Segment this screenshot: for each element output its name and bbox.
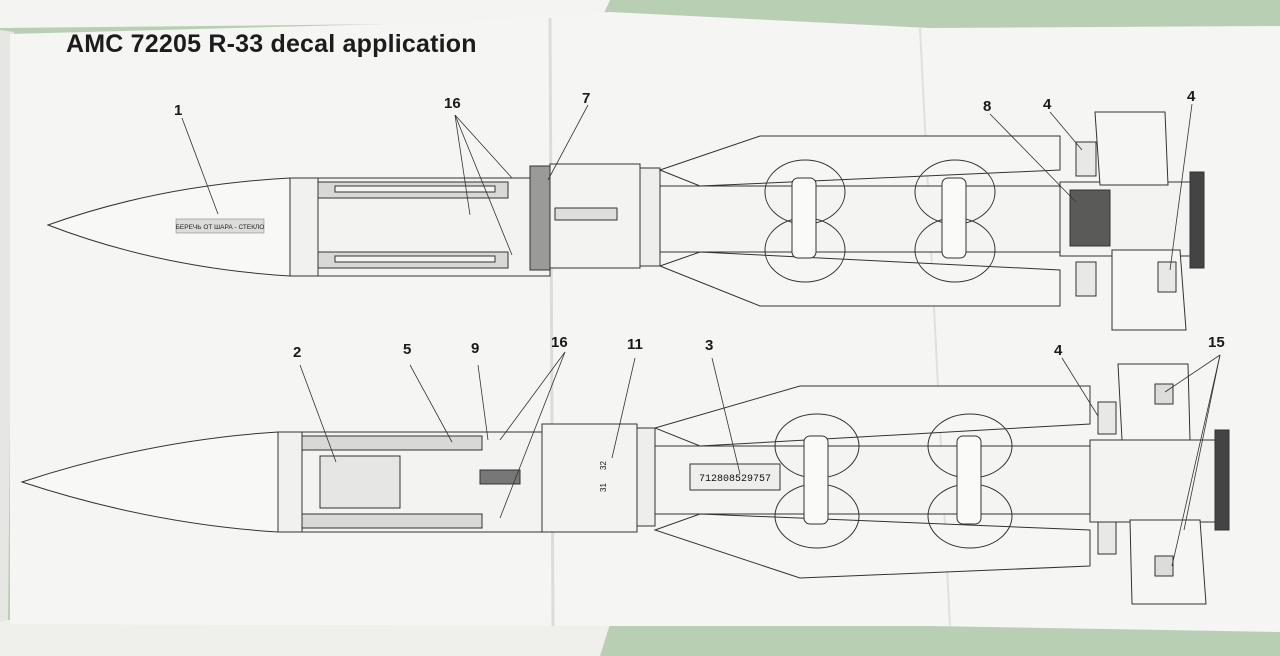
callout-5: 5 (403, 341, 412, 358)
callout-11: 11 (627, 336, 643, 353)
callout-8: 8 (983, 98, 992, 115)
decal-serial: 712808529757 (699, 474, 771, 485)
callout-9: 9 (471, 340, 480, 357)
mark-31: 31 (599, 483, 608, 492)
leader-lines-top (181, 103, 1193, 271)
callout-1: 1 (174, 102, 183, 119)
callout-16-top: 16 (444, 95, 461, 112)
missile-top-view (46, 111, 1205, 331)
leader-lines-bottom (299, 351, 1221, 567)
decal-marks: 32 31 (599, 461, 608, 492)
background-sheet-bottom (0, 620, 610, 656)
callout-15: 15 (1208, 334, 1225, 351)
decal-nose-stencil: БЕРЕЧЬ ОТ ШАРА - СТЕКЛО (176, 218, 265, 234)
callout-4-top-left: 4 (1043, 96, 1052, 113)
callout-16-bottom: 16 (551, 334, 568, 351)
sheet-title: AMC 72205 R-33 decal application (66, 30, 477, 58)
mark-32: 32 (599, 461, 608, 470)
callout-2: 2 (293, 344, 302, 361)
callout-7: 7 (582, 90, 591, 107)
missile-bottom-view (20, 363, 1230, 605)
callout-4-bottom: 4 (1054, 342, 1063, 359)
callout-3: 3 (705, 337, 714, 354)
nose-stencil-text: БЕРЕЧЬ ОТ ШАРА - СТЕКЛО (176, 224, 265, 231)
serial-number-text: 712808529757 (699, 474, 771, 485)
background-sheet-top (0, 0, 610, 28)
callout-4-top-right: 4 (1187, 88, 1196, 105)
